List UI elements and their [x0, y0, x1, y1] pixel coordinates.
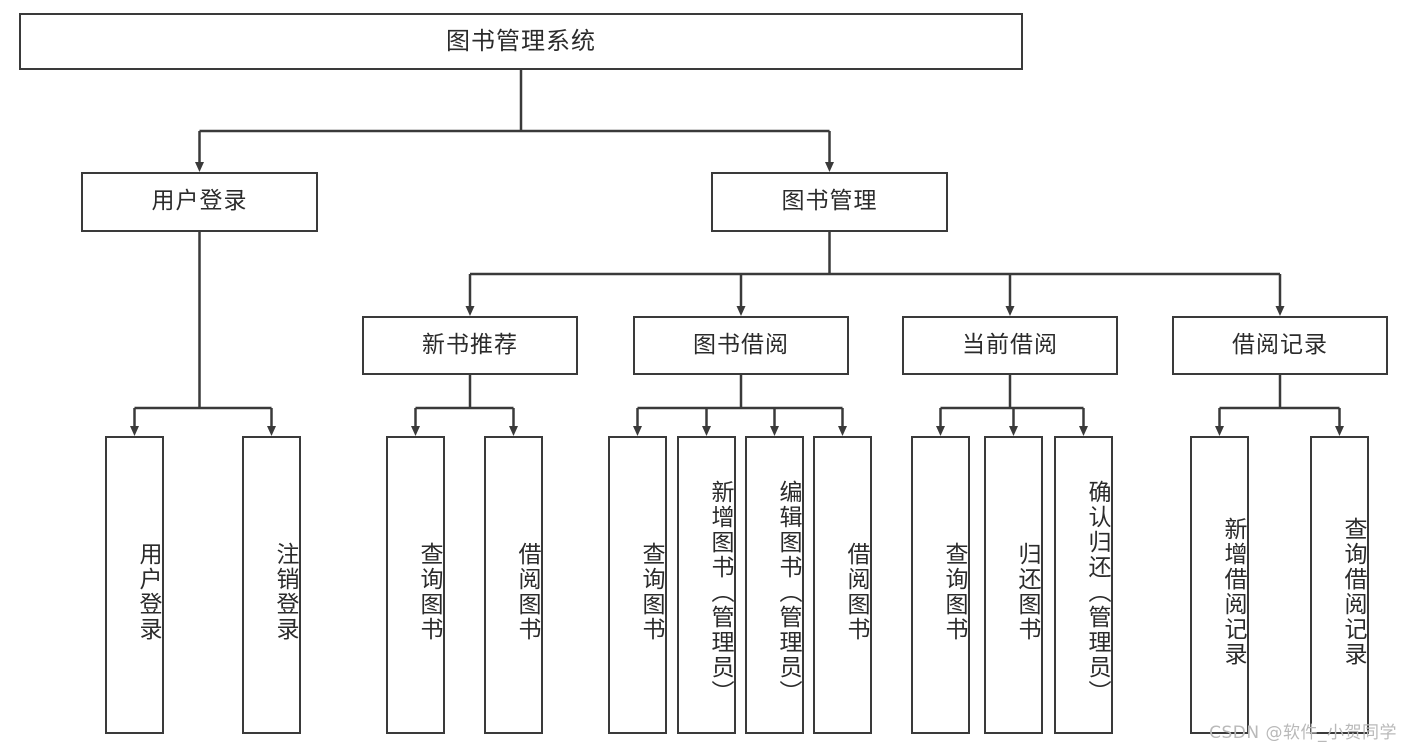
node-leaf-label: 新增图书（管理员）: [707, 479, 733, 705]
node-leaf-label: 确认归还（管理员）: [1084, 479, 1110, 705]
node-leaf-label: 查询图书: [941, 542, 967, 642]
node-leaf-label: 编辑图书（管理员）: [775, 479, 801, 705]
node-level2-user-login[interactable]: 用户登录: [81, 172, 318, 232]
node-leaf-label: 查询图书: [416, 542, 442, 642]
node-root[interactable]: 图书管理系统: [19, 13, 1023, 70]
node-leaf-return-book[interactable]: 归还图书: [984, 436, 1043, 734]
node-leaf-label: 借阅图书: [843, 542, 869, 642]
node-leaf-label: 新增借阅记录: [1220, 517, 1246, 667]
node-level3-borrow-record[interactable]: 借阅记录: [1172, 316, 1388, 375]
node-leaf-query-book-recommend[interactable]: 查询图书: [386, 436, 445, 734]
node-leaf-user-login[interactable]: 用户登录: [105, 436, 164, 734]
node-leaf-label: 查询借阅记录: [1340, 517, 1366, 667]
node-leaf-add-borrow-record[interactable]: 新增借阅记录: [1190, 436, 1249, 734]
node-leaf-label: 用户登录: [135, 542, 161, 642]
node-leaf-edit-book-admin[interactable]: 编辑图书（管理员）: [745, 436, 804, 734]
node-leaf-borrow-book[interactable]: 借阅图书: [813, 436, 872, 734]
node-leaf-label: 注销登录: [272, 542, 298, 642]
node-leaf-confirm-return-admin[interactable]: 确认归还（管理员）: [1054, 436, 1113, 734]
node-level3-book-borrow[interactable]: 图书借阅: [633, 316, 849, 375]
node-leaf-logout[interactable]: 注销登录: [242, 436, 301, 734]
node-leaf-label: 归还图书: [1014, 542, 1040, 642]
node-leaf-label: 借阅图书: [514, 542, 540, 642]
node-leaf-add-book-admin[interactable]: 新增图书（管理员）: [677, 436, 736, 734]
node-level3-current-borrow[interactable]: 当前借阅: [902, 316, 1118, 375]
watermark: CSDN @软件_小贺同学: [1209, 723, 1397, 743]
node-leaf-borrow-book-recommend[interactable]: 借阅图书: [484, 436, 543, 734]
node-leaf-query-borrow-record[interactable]: 查询借阅记录: [1310, 436, 1369, 734]
node-leaf-label: 查询图书: [638, 542, 664, 642]
node-level3-new-book-recommend[interactable]: 新书推荐: [362, 316, 578, 375]
node-leaf-query-book-borrow[interactable]: 查询图书: [608, 436, 667, 734]
node-level2-book-management[interactable]: 图书管理: [711, 172, 948, 232]
node-leaf-query-book-current[interactable]: 查询图书: [911, 436, 970, 734]
